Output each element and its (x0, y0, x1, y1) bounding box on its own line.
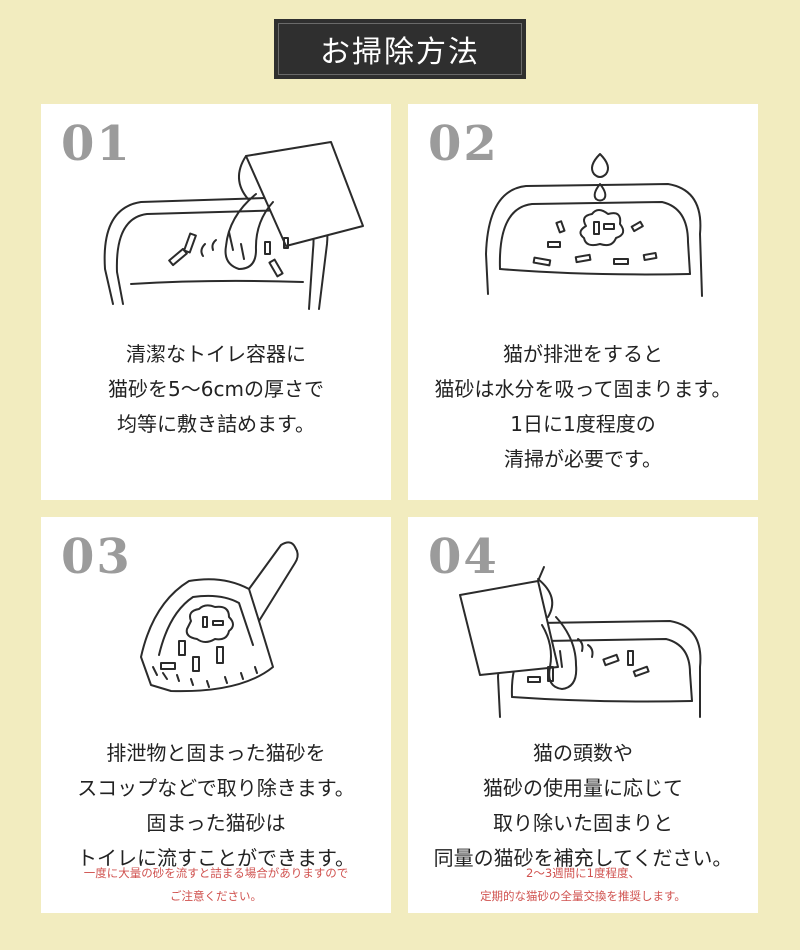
refilling-litter-icon (459, 566, 702, 718)
recommendation-note: 2〜3週間に1度程度、 定期的な猫砂の全量交換を推奨します。 (408, 862, 758, 908)
step-number: 02 (428, 116, 499, 172)
step-description: 猫が排泄をすると 猫砂は水分を吸って固まります。 1日に1度程度の 清掃が必要で… (408, 337, 758, 477)
step-description: 清潔なトイレ容器に 猫砂を5〜6cmの厚さで 均等に敷き詰めます。 (41, 337, 391, 442)
step-text-line: 取り除いた固まりと (493, 811, 673, 835)
step-number: 04 (428, 529, 499, 585)
step-number: 03 (61, 529, 132, 585)
step-text-line: 清潔なトイレ容器に (126, 342, 306, 366)
step-text-line: 猫砂の使用量に応じて (483, 776, 683, 800)
pouring-litter-into-box-icon (103, 141, 364, 310)
scoop-with-clump-icon (140, 541, 299, 693)
step-text-line: スコップなどで取り除きます。 (77, 776, 355, 800)
step-text-line: 排泄物と固まった猫砂を (106, 741, 326, 765)
step-text-line: トイレに流すことができます。 (77, 846, 355, 870)
note-text-line: 定期的な猫砂の全量交換を推奨します。 (480, 889, 686, 903)
step-number: 01 (61, 116, 132, 172)
step-text-line: 猫砂を5〜6cmの厚さで (108, 377, 324, 401)
step-text-line: 均等に敷き詰めます。 (117, 412, 315, 436)
step-card-2: 02 猫が排泄をすると 猫砂は水分を吸って固まります。 1日に1度程度の 清掃が… (408, 104, 758, 500)
step-text-line: 猫が排泄をすると (503, 342, 663, 366)
step-text-line: 同量の猫砂を補充してください。 (433, 846, 733, 870)
step-text-line: 1日に1度程度の (510, 412, 656, 436)
caution-note: 一度に大量の砂を流すと詰まる場合がありますので ご注意ください。 (41, 862, 391, 908)
step-card-1: 01 清潔なトイレ容器に 猫砂を5〜6cmの厚さで 均等に敷き詰めます。 (41, 104, 391, 500)
step-text-line: 固まった猫砂は (146, 811, 286, 835)
page-title: お掃除方法 (274, 19, 526, 79)
step-description: 猫の頭数や 猫砂の使用量に応じて 取り除いた固まりと 同量の猫砂を補充してくださ… (408, 736, 758, 876)
step-text-line: 猫の頭数や (533, 741, 633, 765)
step-text-line: 猫砂は水分を吸って固まります。 (434, 377, 732, 401)
note-text-line: 2〜3週間に1度程度、 (526, 866, 640, 880)
note-text-line: ご注意ください。 (170, 889, 262, 903)
step-card-3: 03 排泄物と固まった猫砂を スコップなどで取り除きます。 固まった猫砂は トイ… (41, 517, 391, 913)
note-text-line: 一度に大量の砂を流すと詰まる場合がありますので (83, 866, 349, 880)
step-description: 排泄物と固まった猫砂を スコップなどで取り除きます。 固まった猫砂は トイレに流… (41, 736, 391, 876)
step-text-line: 清掃が必要です。 (504, 447, 662, 471)
litter-absorbing-drop-icon (485, 153, 703, 297)
step-card-4: 04 猫の頭数や 猫砂の使用量に応じて 取り除いた固まりと 同量の猫砂を補充して… (408, 517, 758, 913)
